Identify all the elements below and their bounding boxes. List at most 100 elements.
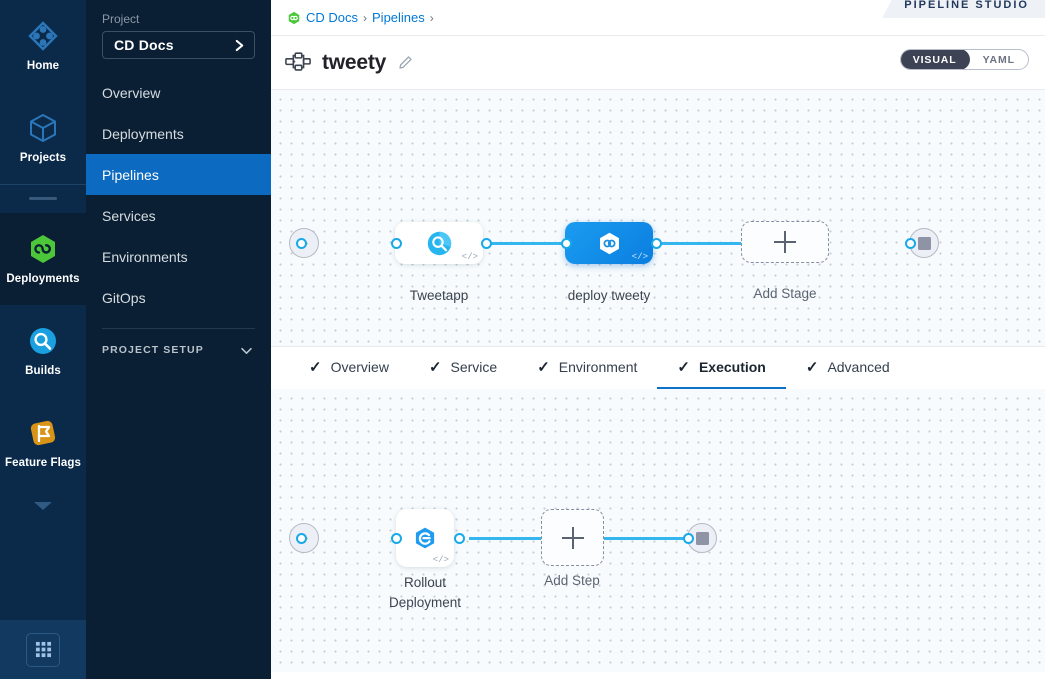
rail-item-projects[interactable]: Projects: [0, 92, 86, 184]
rail-label-deployments: Deployments: [6, 273, 80, 286]
add-stage-button[interactable]: [741, 221, 829, 263]
code-view-marker[interactable]: </>: [432, 555, 449, 565]
tab-execution[interactable]: ✓ Execution: [657, 347, 786, 390]
wire-rollout-to-add-step: [469, 537, 554, 540]
tab-label: Service: [450, 359, 498, 375]
builds-circle-icon: [26, 324, 60, 358]
port-rollout-in: [391, 533, 402, 544]
rail-label-feature-flags: Feature Flags: [4, 457, 82, 470]
rail-label-projects: Projects: [19, 152, 67, 165]
rail-divider: [0, 184, 86, 185]
stop-icon: [695, 531, 709, 545]
sidebar-item-gitops[interactable]: GitOps: [86, 277, 271, 318]
rail-label-home: Home: [26, 60, 60, 73]
stop-icon: [917, 236, 931, 250]
stage-tabs: ✓ Overview ✓ Service ✓ Environment ✓ Exe…: [271, 346, 1045, 390]
breadcrumb-separator-trailing: ›: [429, 10, 434, 25]
toggle-option-yaml[interactable]: YAML: [982, 53, 1015, 66]
step-node-rollout-deployment[interactable]: </>: [396, 509, 454, 567]
tab-label: Advanced: [827, 359, 890, 375]
check-icon: ✓: [428, 358, 442, 376]
tab-label: Execution: [698, 359, 766, 375]
chevron-down-icon: [241, 347, 252, 354]
tab-label: Overview: [330, 359, 389, 375]
view-mode-toggle[interactable]: VISUAL YAML: [899, 49, 1029, 70]
primary-nav-rail: Home Projects: [0, 0, 86, 679]
code-view-marker[interactable]: </>: [461, 252, 478, 262]
tab-service[interactable]: ✓ Service: [409, 347, 517, 390]
app-grid-icon: [35, 641, 51, 658]
project-nav-list: Overview Deployments Pipelines Services …: [86, 72, 271, 318]
flag-icon: [26, 416, 60, 450]
execution-step-canvas[interactable]: </> Rollout Deployment Add Step: [271, 389, 1045, 672]
page-title: tweety: [322, 50, 387, 74]
rail-expand-chevron[interactable]: [0, 489, 86, 523]
sidebar-label: Pipelines: [102, 166, 159, 183]
port-deploy-in: [561, 238, 572, 249]
project-selector[interactable]: CD Docs: [102, 31, 255, 59]
stage-node-deploy-tweety[interactable]: </>: [565, 222, 653, 264]
pipeline-header: tweety VISUAL YAML: [271, 36, 1045, 90]
add-step-button[interactable]: [541, 509, 604, 566]
breadcrumb-link-cd-docs[interactable]: CD Docs: [306, 10, 359, 25]
port-start-out: [296, 238, 307, 249]
step-label-line1: Rollout: [403, 575, 447, 590]
rail-drag-handle[interactable]: [29, 197, 57, 200]
rail-item-home[interactable]: Home: [0, 0, 86, 92]
code-view-marker[interactable]: </>: [631, 252, 648, 262]
home-diamond-icon: [26, 19, 60, 53]
cube-icon: [26, 111, 60, 145]
rail-footer: [0, 620, 86, 679]
rail-item-builds[interactable]: Builds: [0, 305, 86, 397]
pipeline-hierarchy-icon: [285, 52, 311, 71]
sidebar-item-environments[interactable]: Environments: [86, 236, 271, 277]
step-label-line2: Deployment: [388, 595, 462, 611]
harness-cd-icon: [288, 11, 300, 24]
kubernetes-hex-icon: [415, 527, 435, 549]
port-exec-start-out: [296, 533, 307, 544]
check-icon: ✓: [805, 358, 819, 376]
stage-node-label-deploy-tweety: deploy tweety: [567, 288, 651, 303]
sidebar-item-overview[interactable]: Overview: [86, 72, 271, 113]
chevron-right-icon: [235, 39, 244, 51]
stage-node-label-tweetapp: Tweetapp: [409, 288, 469, 303]
port-rollout-out: [454, 533, 465, 544]
pipeline-studio-badge: PIPELINE STUDIO: [882, 0, 1045, 18]
add-step-label: Add Step: [544, 573, 600, 588]
breadcrumb: CD Docs › Pipelines › PIPELINE STUDIO: [271, 0, 1045, 36]
deploy-hex-icon: [599, 232, 619, 254]
rail-label-builds: Builds: [25, 365, 61, 378]
port-tweetapp-out: [481, 238, 492, 249]
port-deploy-out: [651, 238, 662, 249]
tab-environment[interactable]: ✓ Environment: [517, 347, 657, 390]
check-icon: ✓: [677, 358, 690, 376]
rail-item-deployments[interactable]: Deployments: [0, 213, 86, 305]
plus-icon: [561, 526, 584, 549]
rail-item-feature-flags[interactable]: Feature Flags: [0, 397, 86, 489]
sidebar-item-deployments[interactable]: Deployments: [86, 113, 271, 154]
pencil-icon[interactable]: [397, 54, 414, 71]
stage-canvas[interactable]: </> Tweetapp </> deploy tweety: [271, 90, 1045, 346]
wire-add-step-to-end: [605, 537, 700, 540]
build-ci-icon: [427, 231, 451, 255]
sidebar-item-pipelines[interactable]: Pipelines: [86, 154, 271, 195]
sidebar-item-services[interactable]: Services: [86, 195, 271, 236]
sidebar-label: Environments: [102, 248, 188, 265]
sidebar-label: Overview: [102, 84, 161, 101]
sidebar-item-project-setup[interactable]: PROJECT SETUP: [86, 329, 271, 371]
step-node-label-rollout: Rollout Deployment: [350, 573, 500, 614]
stage-node-tweetapp[interactable]: </>: [395, 222, 483, 264]
tab-overview[interactable]: ✓ Overview: [289, 347, 409, 390]
check-icon: ✓: [309, 358, 322, 376]
add-stage-label: Add Stage: [753, 286, 817, 301]
app-grid-button[interactable]: [26, 632, 60, 667]
breadcrumb-link-pipelines[interactable]: Pipelines: [372, 10, 425, 25]
pipeline-end-node[interactable]: [909, 228, 939, 258]
plus-icon: [774, 231, 796, 253]
toggle-option-visual[interactable]: VISUAL: [900, 50, 970, 69]
wire-deploy-to-add: [655, 242, 743, 245]
tab-label: Environment: [558, 359, 638, 375]
tab-advanced[interactable]: ✓ Advanced: [786, 347, 910, 390]
check-icon: ✓: [537, 358, 550, 376]
